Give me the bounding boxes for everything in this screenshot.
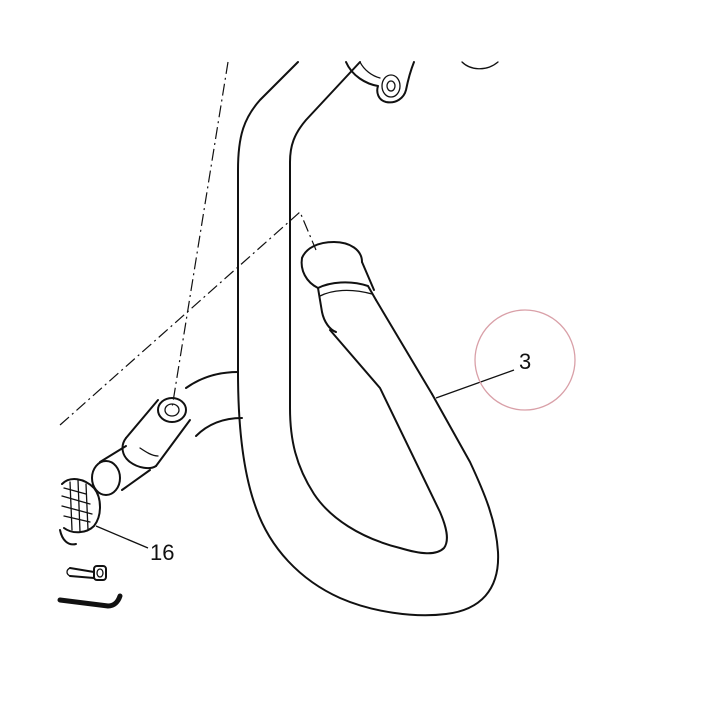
assembly-centerlines: [59, 61, 317, 426]
knurled-nut-part-16: [59, 478, 101, 546]
callout-label-3[interactable]: 3: [519, 349, 531, 374]
small-bolt: [66, 565, 107, 581]
bent-tube-part-3: [237, 61, 500, 617]
side-branch-tube: [91, 371, 243, 496]
callout-highlight-circle[interactable]: [474, 309, 576, 411]
leader-line-3: [435, 369, 515, 399]
callout-label-16[interactable]: 16: [150, 540, 174, 565]
leader-line-16: [95, 525, 149, 549]
leader-lines: [95, 369, 515, 549]
top-mounting-bracket: [345, 61, 499, 104]
partial-part-bottom-left: [57, 593, 123, 609]
